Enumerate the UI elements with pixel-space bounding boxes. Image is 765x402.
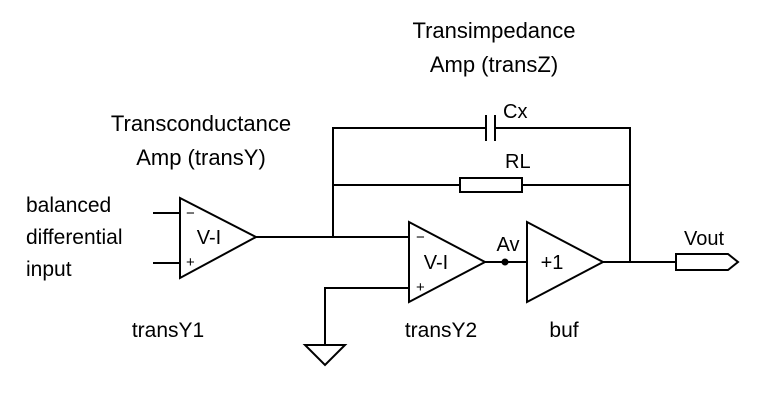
transy2-block-text: V-I <box>424 252 448 274</box>
ground-icon <box>302 344 348 367</box>
buffer-amplifier: +1 <box>526 220 606 304</box>
transy2-minus-sign: − <box>416 229 425 246</box>
capacitor-cx <box>485 115 496 141</box>
av-node-label: Av <box>497 234 520 256</box>
ground-wire <box>324 287 410 346</box>
capacitor-label: Cx <box>503 101 527 123</box>
transy1-amplifier: − + V-I <box>179 196 259 280</box>
transimpedance-label-line1: Transimpedance <box>412 18 575 43</box>
transy2-amplifier: − + V-I <box>408 220 488 304</box>
av-node-dot <box>501 258 509 266</box>
resistor-label: RL <box>505 151 531 173</box>
input-label-line1: balanced <box>26 194 111 217</box>
resistor-rl <box>459 177 523 193</box>
transy1-plus-sign: + <box>186 254 195 271</box>
transconductance-label-line2: Amp (transY) <box>136 145 266 170</box>
output-port-icon <box>675 253 740 271</box>
transy2-name: transY2 <box>405 319 477 342</box>
transconductance-label-line1: Transconductance <box>111 111 291 136</box>
transimpedance-label-line2: Amp (transZ) <box>430 52 558 77</box>
input-label-line2: differential <box>26 226 123 249</box>
transy1-block-text: V-I <box>197 227 221 249</box>
transy1-name: transY1 <box>132 319 204 342</box>
transy2-plus-sign: + <box>416 279 425 296</box>
input-label-line3: input <box>26 258 72 281</box>
output-label: Vout <box>684 228 724 250</box>
transy1-minus-sign: − <box>186 205 195 222</box>
buffer-block-text: +1 <box>541 252 564 274</box>
buffer-name: buf <box>549 319 578 342</box>
